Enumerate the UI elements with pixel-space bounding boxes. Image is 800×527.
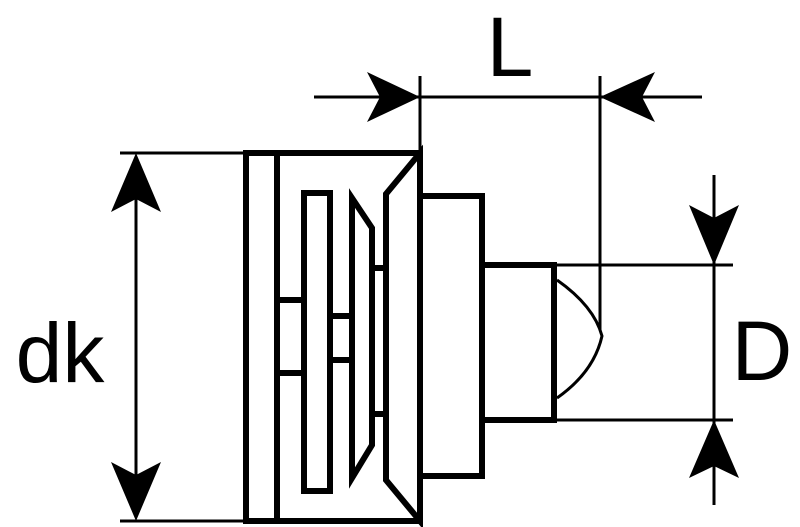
conical-body: [383, 144, 423, 527]
inner-plate: [301, 190, 333, 494]
shank: [479, 262, 557, 423]
l-arrow-left: [367, 72, 420, 122]
label-dk: dk: [16, 306, 106, 400]
l-arrow-right: [600, 72, 655, 122]
head-flange: [243, 150, 280, 524]
d-arrow-bottom: [689, 420, 739, 478]
connector-lines: [277, 297, 352, 376]
d-arrow-top: [689, 205, 739, 265]
label-l: L: [487, 0, 534, 94]
thread-section: [417, 193, 485, 479]
pin-tip: [554, 263, 604, 422]
label-d: D: [732, 304, 793, 398]
dk-arrow-top: [111, 153, 161, 212]
spring-washer: [349, 188, 375, 489]
dk-arrow-bottom: [111, 462, 161, 521]
